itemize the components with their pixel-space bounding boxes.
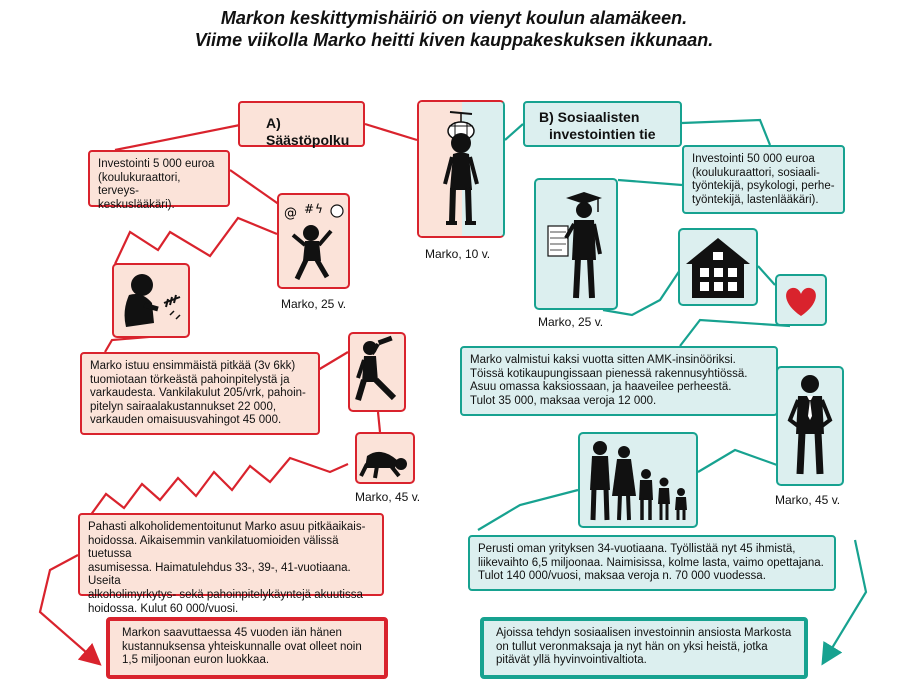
center-caption: Marko, 10 v.: [425, 247, 491, 261]
path-a-box-2-line: pitelyn sairaalakustannukset 22 000,: [90, 400, 277, 413]
path-b-box-3: Perusti oman yrityksen 34-vuotiaana. Työ…: [468, 535, 836, 591]
path-a-box-2-line: varkauden omaisuusvahingot 45 000.: [90, 414, 282, 427]
path-a-conclusion: Markon saavuttaessa 45 vuoden iän hänen …: [106, 617, 388, 679]
path-b-caption-45: Marko, 45 v.: [775, 493, 841, 507]
path-b-box-3-line: Perusti oman yrityksen 34-vuotiaana. Työ…: [478, 543, 796, 555]
crouching-figure-icon: [124, 274, 181, 327]
teal-connector-family-box3: [477, 488, 579, 531]
headline-line-2: Viime viikolla Marko heitti kiven kauppa…: [194, 30, 714, 50]
center-boy-card: [417, 100, 505, 238]
path-a-caption-45: Marko, 45 v.: [355, 490, 421, 504]
heart-icon: [786, 287, 816, 316]
path-b-box-1-line: (koulukuraattori, sosiaali-: [692, 166, 820, 179]
path-a-box-1-line: (koulukuraattori, terveys-: [98, 171, 181, 198]
path-b-box-3-line: Tulot 140 000/vuosi, maksaa veroja n. 70…: [478, 570, 766, 583]
path-a-caption-25: Marko, 25 v.: [281, 297, 347, 311]
drinking-figure-icon: [355, 335, 397, 401]
house-icon: [686, 238, 750, 298]
path-a-box-2-line: varkaudesta. Vankilakulut 205/vrk, pahoi…: [90, 387, 306, 400]
family-card: [578, 432, 698, 528]
teal-connector-business-family: [697, 448, 778, 473]
path-a-conclusion-line: Markon saavuttaessa 45 vuoden iän hänen: [122, 627, 342, 639]
path-b-box-1-line: Investointi 50 000 euroa: [692, 153, 815, 165]
angry-figure-card: @ # ϟ: [277, 193, 350, 289]
businessman-card: [776, 366, 844, 486]
path-b-title-line: investointien tie: [549, 126, 656, 142]
path-a-box-3-line: hoidossa. Aikaisemmin vankilatuomioiden …: [88, 534, 339, 561]
path-a-box-1-line: Investointi 5 000 euroa: [98, 158, 215, 170]
red-connector-collapse-box3: [89, 456, 349, 517]
path-a-box-2: Marko istuu ensimmäistä pitkää (3v 6kk) …: [80, 352, 320, 435]
graduate-icon: [547, 192, 602, 299]
red-connector-crouch-box2: [104, 334, 161, 353]
path-a-box-1-line: keskuslääkäri).: [98, 198, 175, 211]
red-connector-box2-drink: [317, 351, 349, 371]
path-a-box-2-line: Marko istuu ensimmäistä pitkää (3v 6kk): [90, 360, 296, 372]
path-a-box-1: Investointi 5 000 euroa (koulukuraattori…: [88, 150, 230, 211]
red-connector-box1-icon: [229, 169, 281, 206]
path-a-box-3-line: alkoholimyrkytys- sekä pahoinpitelykäynt…: [88, 588, 363, 601]
path-a-box-3-line: asumisessa. Haimatulehdus 33-, 39-, 41-v…: [88, 561, 351, 588]
house-card: [678, 228, 758, 306]
path-b-conclusion-line: Ajoissa tehdyn sosiaalisen investoinnin …: [496, 627, 792, 639]
svg-text:ϟ: ϟ: [315, 202, 323, 216]
path-a-conclusion-line: kustannuksensa yhteiskunnalle ovat ollee…: [122, 640, 362, 653]
headline-line-1: Markon keskittymishäiriö on vienyt koulu…: [220, 8, 688, 28]
path-b-box-2-line: Marko valmistui kaksi vuotta sitten AMK-…: [470, 354, 736, 366]
angry-figure-icon: @ # ϟ: [284, 202, 344, 281]
path-b-box-1-line: työntekijä, psykologi, perhe-: [692, 180, 835, 193]
red-connector-center-title: [364, 122, 418, 142]
family-icon: [590, 441, 687, 521]
red-connector-icon-crouch: [114, 216, 278, 265]
teal-connector-title-box1: [681, 118, 772, 146]
path-b-conclusion-line: on tullut veronmaksaja ja nyt hän on yks…: [496, 640, 768, 653]
teal-connector-graduate-house: [602, 269, 681, 317]
collapsed-figure-icon: [359, 451, 407, 479]
red-connector-box3-conclusion: [38, 554, 102, 666]
teal-connector-box1-graduate: [617, 178, 683, 187]
path-b-box-2-line: Asuu omassa kaksiossaan, ja haaveilee pe…: [470, 381, 732, 394]
collapsed-figure-card: [355, 432, 415, 484]
path-a-box-3: Pahasti alkoholidementoitunut Marko asuu…: [78, 513, 384, 615]
drinking-figure-card: [348, 332, 406, 412]
svg-text:#: #: [304, 202, 314, 216]
path-b-conclusion: Ajoissa tehdyn sosiaalisen investoinnin …: [480, 617, 808, 679]
path-a-title: A) Säästöpolku: [238, 101, 365, 148]
path-a-box-3-line: Pahasti alkoholidementoitunut Marko asuu…: [88, 521, 366, 533]
businessman-icon: [787, 375, 833, 475]
path-a-conclusion-line: 1,5 miljoonan euron luokkaa.: [122, 654, 270, 667]
heart-card: [775, 274, 827, 326]
path-b-title-line: B) Sosiaalisten: [539, 109, 640, 125]
teal-connector-house-heart: [757, 265, 776, 286]
svg-text:@: @: [284, 206, 297, 221]
path-b-box-2-line: Tulot 35 000, maksaa veroja 12 000.: [470, 394, 657, 407]
path-b-caption-25: Marko, 25 v.: [538, 315, 604, 329]
path-b-box-1: Investointi 50 000 euroa (koulukuraattor…: [682, 145, 845, 214]
teal-connector-heart-box2: [679, 318, 791, 347]
path-b-title: B) Sosiaalisten investointien tie: [523, 101, 682, 147]
path-a-box-2-line: tuomiotaan törkeästä pahoinpitelystä ja: [90, 373, 290, 386]
graduate-card: [534, 178, 618, 310]
path-b-box-3-line: liikevaihto 6,5 miljoonaa. Naimisissa, k…: [478, 556, 824, 569]
teal-connector-center-title: [504, 123, 524, 141]
path-b-box-1-line: työntekijä, lastenlääkäri).: [692, 193, 819, 206]
path-a-box-3-line: hoidossa. Kulut 60 000/vuosi.: [88, 602, 239, 615]
path-b-box-2-line: Töissä kotikaupungissaan pienessä rakenn…: [470, 367, 748, 380]
red-connector-drink-collapse: [376, 411, 382, 433]
path-b-conclusion-line: pitävät yllä hyvinvointivaltiota.: [496, 654, 647, 667]
teal-connector-box3-conclusion: [821, 539, 868, 666]
red-connector-title-box1: [114, 123, 241, 152]
path-b-box-2: Marko valmistui kaksi vuotta sitten AMK-…: [460, 346, 778, 416]
crouching-figure-card: [112, 263, 190, 338]
boy-propeller-cap-icon: [443, 111, 479, 225]
